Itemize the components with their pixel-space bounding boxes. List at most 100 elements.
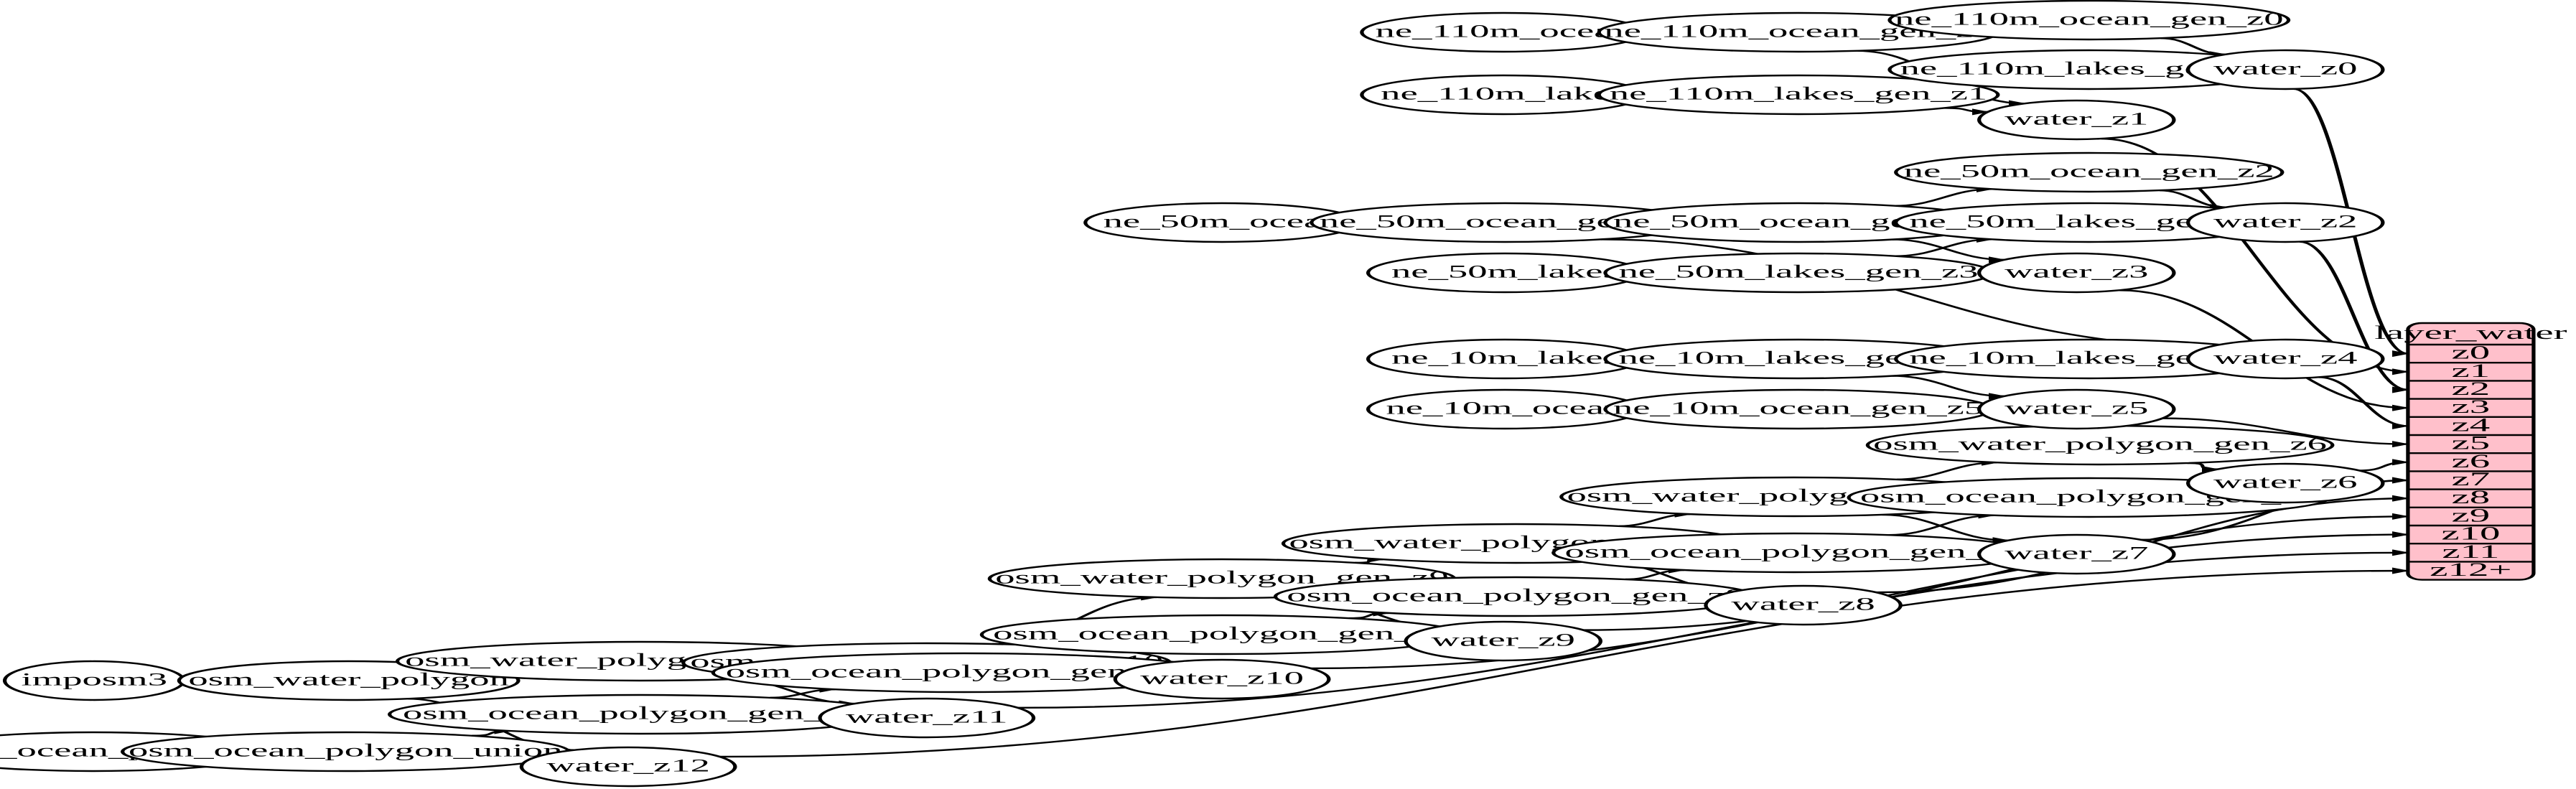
- node-water_z11[interactable]: water_z11: [818, 697, 1036, 739]
- edge-osm_ocean_polygon_union-to-osm_ocean_polygon_gen_z11: [472, 727, 512, 737]
- record-row-z5[interactable]: z5: [2452, 433, 2491, 454]
- node-label: water_z7: [2005, 543, 2148, 564]
- node-label: water_z12: [546, 756, 710, 776]
- node-water_z12[interactable]: water_z12: [519, 746, 737, 788]
- record-header: layer_water: [2374, 322, 2567, 343]
- record-node-layer: layer_waterz0z1z2z3z4z5z6z7z8z9z10z11z12…: [2374, 322, 2567, 581]
- node-label: water_z4: [2213, 348, 2357, 368]
- node-ellipse: [2185, 49, 2385, 90]
- record-row-z6[interactable]: z6: [2452, 451, 2491, 472]
- node-label: water_z6: [2213, 472, 2357, 492]
- node-label: ne_50m_ocean_gen_z2: [1904, 162, 2274, 182]
- node-ne_50m_ocean[interactable]: ne_50m_ocean: [1083, 202, 1361, 243]
- node-ne_10m_lakes[interactable]: ne_10m_lakes: [1366, 338, 1643, 380]
- node-water_z5[interactable]: water_z5: [1977, 388, 2176, 430]
- node-ellipse: [1404, 620, 1602, 662]
- edge-water_z5-to-layer_water.z5: [2162, 417, 2410, 448]
- node-osm_ocean_polygon_gen_z9[interactable]: osm_ocean_polygon_gen_z9: [979, 614, 1465, 655]
- edge-osm_water_polygon_gen_z7-to-water_z7: [1882, 513, 2010, 544]
- node-label: osm_ocean_polygon_gen_z8: [1287, 586, 1745, 606]
- node-label: water_z3: [2005, 262, 2148, 282]
- node-label: ne_10m_ocean: [1386, 398, 1623, 419]
- node-water_z10[interactable]: water_z10: [1113, 658, 1331, 700]
- node-ne_50m_lakes[interactable]: ne_50m_lakes: [1366, 252, 1643, 294]
- node-label: ne_110m_ocean_gen_z0: [1895, 9, 2284, 29]
- edge-water_z12-to-layer_water.z12+: [719, 567, 2410, 758]
- node-water_z1[interactable]: water_z1: [1977, 99, 2176, 141]
- node-ne_10m_ocean_gen_z5[interactable]: ne_10m_ocean_gen_z5: [1603, 388, 1994, 430]
- node-ellipse: [1113, 658, 1331, 700]
- edge-water_z2-to-layer_water.z2: [2299, 241, 2410, 393]
- record-row-z11[interactable]: z11: [2442, 541, 2499, 562]
- edge-osm_water_polygon_gen_z8-to-osm_water_polygon_gen_z7: [1619, 510, 1692, 528]
- record-row-z7[interactable]: z7: [2452, 469, 2491, 490]
- edge-ne_50m_ocean_gen_z3-to-ne_50m_ocean_gen_z2: [1895, 185, 1994, 207]
- node-osm_ocean_polygon_union[interactable]: osm_ocean_polygon_union: [121, 731, 571, 772]
- node-ellipse: [2185, 338, 2385, 380]
- node-ne_50m_ocean_gen_z2[interactable]: ne_50m_ocean_gen_z2: [1894, 151, 2285, 193]
- node-water_z6[interactable]: water_z6: [2185, 462, 2385, 504]
- node-osm_ocean_polygon_gen_z11[interactable]: osm_ocean_polygon_gen_z11: [387, 694, 895, 735]
- node-label: water_z10: [1140, 668, 1304, 688]
- node-label: osm_ocean_polygon_gen_z7: [1565, 542, 2023, 562]
- node-ellipse: [1887, 0, 2291, 41]
- node-label: water_z11: [846, 707, 1008, 727]
- node-ellipse: [1977, 533, 2176, 575]
- node-label: water_z1: [2005, 109, 2148, 129]
- node-label: osm_ocean_polygon_union: [129, 741, 563, 761]
- record-row-z3[interactable]: z3: [2452, 396, 2491, 417]
- node-label: ne_110m_ocean: [1376, 22, 1631, 42]
- node-label: ne_50m_lakes_gen_z3: [1618, 262, 1978, 282]
- node-water_z7[interactable]: water_z7: [1977, 533, 2176, 575]
- node-label: osm_water_polygon_gen_z6: [1873, 434, 2327, 454]
- record-row-z9[interactable]: z9: [2452, 505, 2491, 526]
- node-water_z2[interactable]: water_z2: [2185, 202, 2385, 243]
- edge-osm_water_polygon_gen_z6-to-water_z6: [2187, 462, 2220, 473]
- edge-water_z4-to-layer_water.z4: [2318, 376, 2410, 429]
- node-label: water_z2: [2213, 212, 2357, 232]
- edge-ne_110m_lakes_gen_z1-to-water_z1: [1944, 107, 1989, 116]
- node-ne_110m_lakes_gen_z1[interactable]: ne_110m_lakes_gen_z1: [1597, 74, 2000, 116]
- node-label: ne_10m_lakes: [1391, 348, 1618, 368]
- node-label: ne_110m_lakes: [1381, 84, 1625, 104]
- node-water_z8[interactable]: water_z8: [1704, 584, 1903, 626]
- node-water_z3[interactable]: water_z3: [1977, 252, 2176, 294]
- node-label: ne_50m_ocean: [1103, 212, 1341, 232]
- record-row-z8[interactable]: z8: [2452, 487, 2491, 508]
- node-label: ne_50m_lakes: [1391, 262, 1618, 282]
- edge-osm_ocean_polygon_gen_z7-to-osm_ocean_polygon_gen_z6: [1888, 512, 1996, 536]
- node-label: ne_10m_ocean_gen_z5: [1613, 398, 1984, 419]
- node-osm_water_polygon_gen_z6[interactable]: osm_water_polygon_gen_z6: [1865, 424, 2335, 466]
- record-row-z10[interactable]: z10: [2441, 523, 2500, 544]
- node-ellipse: [1977, 252, 2176, 294]
- node-water_z9[interactable]: water_z9: [1404, 620, 1602, 662]
- record-row-z12+[interactable]: z12+: [2430, 559, 2511, 580]
- node-label: water_z0: [2213, 59, 2357, 79]
- node-ellipse: [1597, 74, 2000, 116]
- record-row-z4[interactable]: z4: [2452, 414, 2491, 435]
- record-row-z1[interactable]: z1: [2452, 360, 2491, 381]
- node-osm_ocean_polygon_gen_z7[interactable]: osm_ocean_polygon_gen_z7: [1551, 532, 2036, 574]
- node-ne_50m_lakes_gen_z3[interactable]: ne_50m_lakes_gen_z3: [1603, 252, 1994, 294]
- record-node-layer-water[interactable]: layer_waterz0z1z2z3z4z5z6z7z8z9z10z11z12…: [2374, 322, 2567, 581]
- node-water_z0[interactable]: water_z0: [2185, 49, 2385, 90]
- edge-ne_50m_lakes_gen_z3-to-ne_50m_lakes_gen_z2: [1895, 235, 1994, 257]
- edge-ne_50m_ocean_gen_z3-to-water_z3: [1892, 238, 2007, 263]
- node-ne_110m_ocean_gen_z0[interactable]: ne_110m_ocean_gen_z0: [1887, 0, 2291, 41]
- record-row-z2[interactable]: z2: [2452, 378, 2491, 399]
- edge-osm_ocean_polygon_gen_z11-to-osm_ocean_polygon_gen_z10: [770, 686, 837, 699]
- node-label: water_z5: [2005, 398, 2148, 419]
- node-ellipse: [818, 697, 1036, 739]
- node-label: osm_ocean_polygon_gen_z11: [403, 704, 879, 724]
- node-water_z4[interactable]: water_z4: [2185, 338, 2385, 380]
- node-ellipse: [1704, 584, 1903, 626]
- node-ne_10m_ocean[interactable]: ne_10m_ocean: [1366, 388, 1643, 430]
- node-ne_110m_ocean[interactable]: ne_110m_ocean: [1360, 11, 1647, 53]
- record-row-z0[interactable]: z0: [2452, 342, 2491, 363]
- node-ellipse: [2185, 202, 2385, 243]
- node-imposm3[interactable]: imposm3: [2, 660, 186, 701]
- node-osm_ocean_polygon_gen_z8[interactable]: osm_ocean_polygon_gen_z8: [1273, 576, 1758, 617]
